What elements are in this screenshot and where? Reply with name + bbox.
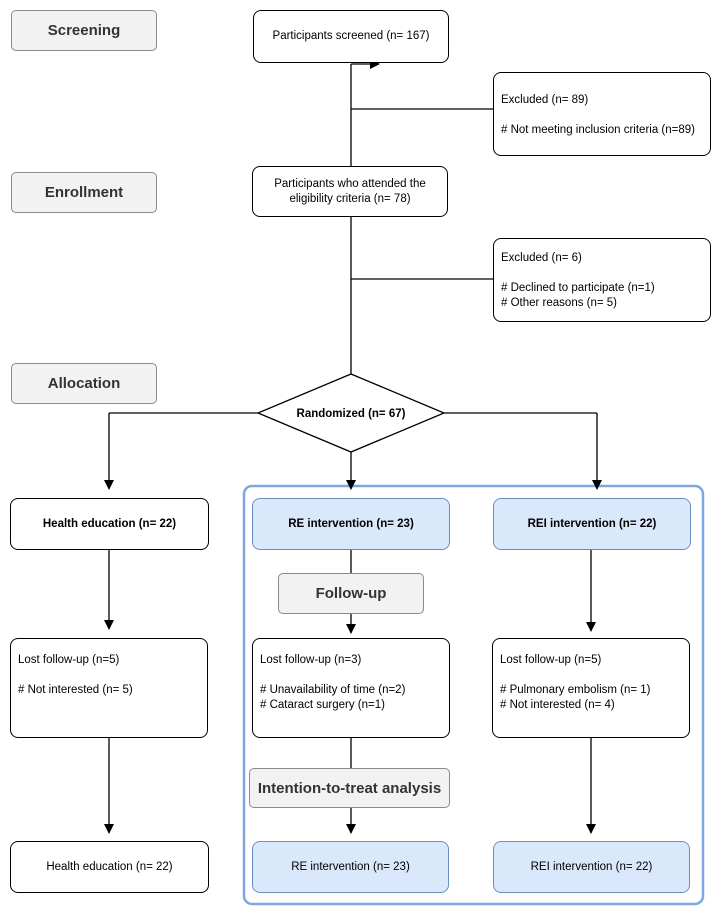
health-analysed-text: Health education (n= 22) [46,860,173,873]
health-analysed-box: Health education (n= 22) [10,841,209,893]
excluded-screening-title: Excluded (n= 89) [501,94,589,106]
screened-box: Participants screened (n= 167) [253,10,449,63]
rei-lost-reason: # Pulmonary embolism (n= 1) [500,684,651,696]
rei-allocated-text: REI intervention (n= 22) [527,517,657,530]
re-lost-reason: # Cataract surgery (n=1) [260,699,385,711]
stage-follow-up: Follow-up [278,573,424,614]
intervention-group-outline [242,484,705,906]
re-allocated-box: RE intervention (n= 23) [252,498,450,550]
eligible-box: Participants who attended the eligibilit… [252,166,448,217]
randomized-label: Randomized (n= 67) [297,408,406,420]
rei-analysed-box: REI intervention (n= 22) [493,841,690,893]
re-lost-reason: # Unavailability of time (n=2) [260,684,406,696]
excluded-enrollment-box: Excluded (n= 6) # Declined to participat… [493,238,711,322]
re-analysed-text: RE intervention (n= 23) [291,860,410,873]
health-allocated-text: Health education (n= 22) [42,517,177,530]
excluded-screening-box: Excluded (n= 89) # Not meeting inclusion… [493,72,711,156]
eligible-line-1: Participants who attended the [274,177,426,190]
rei-lost-title: Lost follow-up (n=5) [500,654,602,666]
stage-intention-to-treat: Intention-to-treat analysis [249,768,450,808]
health-lost-box: Lost follow-up (n=5) # Not interested (n… [10,638,208,738]
rei-lost-box: Lost follow-up (n=5) # Pulmonary embolis… [492,638,690,738]
health-lost-reason: # Not interested (n= 5) [18,684,133,696]
stage-allocation: Allocation [11,363,157,404]
rei-lost-reason: # Not interested (n= 4) [500,699,615,711]
health-lost-title: Lost follow-up (n=5) [18,654,120,666]
stage-screening: Screening [11,10,157,51]
re-analysed-box: RE intervention (n= 23) [252,841,449,893]
excluded-enrollment-reason: # Declined to participate (n=1) [501,282,655,294]
re-allocated-text: RE intervention (n= 23) [288,517,414,530]
rei-analysed-text: REI intervention (n= 22) [530,860,653,873]
stage-enrollment: Enrollment [11,172,157,213]
excluded-screening-reason: # Not meeting inclusion criteria (n=89) [501,124,695,136]
screened-text: Participants screened (n= 167) [272,30,430,42]
rei-allocated-box: REI intervention (n= 22) [493,498,691,550]
health-allocated-box: Health education (n= 22) [10,498,209,550]
excluded-enrollment-title: Excluded (n= 6) [501,252,582,264]
eligible-line-2: eligibility criteria (n= 78) [289,192,411,205]
re-lost-title: Lost follow-up (n=3) [260,654,362,666]
randomized-diamond [256,373,446,453]
excluded-enrollment-reason: # Other reasons (n= 5) [501,297,618,309]
re-lost-box: Lost follow-up (n=3) # Unavailability of… [252,638,450,738]
